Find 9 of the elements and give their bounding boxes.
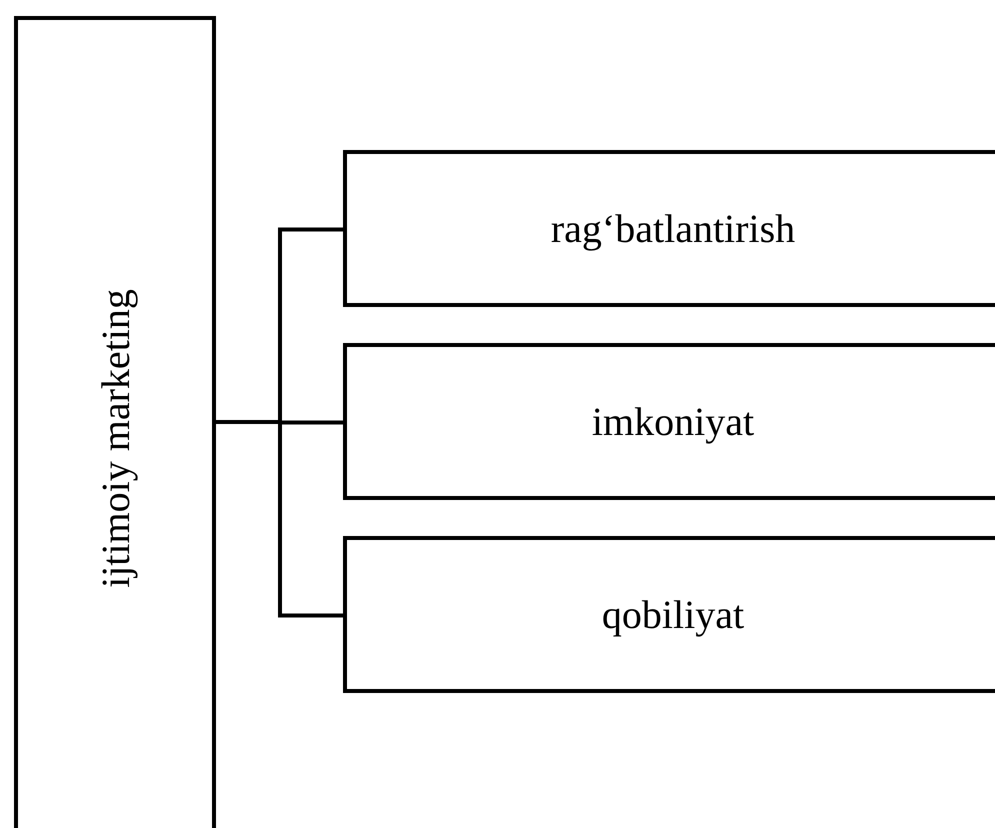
category-box: [14, 16, 216, 828]
node-label: ijtimoiy marketing: [92, 289, 138, 588]
node-label: imkoniyat: [592, 398, 754, 445]
connector-line: [216, 420, 343, 618]
node-label: qobiliyat: [602, 591, 744, 638]
process-box: [343, 150, 995, 307]
node-label: rag‘batlantirish: [550, 205, 796, 252]
process-box: [343, 343, 995, 500]
process-box: [343, 536, 995, 693]
